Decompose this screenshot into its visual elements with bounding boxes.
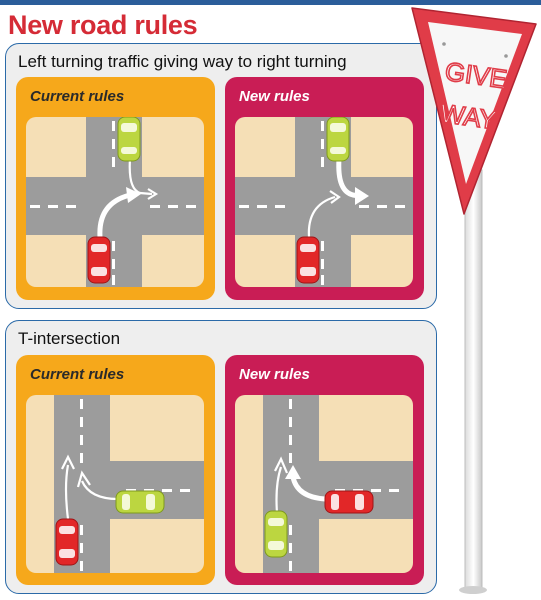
lane-markings	[239, 121, 405, 285]
green-car-path-arrow	[80, 480, 119, 501]
panel-new-rules-cross: New rules	[225, 77, 424, 300]
arrow-head	[355, 187, 369, 205]
sign-face	[428, 22, 522, 184]
panel-label: New rules	[239, 366, 310, 383]
red-car	[55, 518, 79, 566]
section-title: T-intersection	[18, 329, 121, 348]
header-rule	[0, 0, 541, 5]
cross-intersection-diagram	[26, 117, 204, 287]
red-car-path-arrow	[307, 195, 336, 238]
green-car-path-arrow	[336, 158, 360, 199]
panel-label: Current rules	[30, 88, 125, 105]
arrow-head	[329, 190, 341, 204]
red-car	[87, 236, 111, 284]
green-car	[115, 490, 165, 514]
red-car-path-arrow	[290, 476, 326, 502]
green-car	[264, 510, 288, 558]
green-car-path-arrow	[275, 466, 283, 514]
panel-current-rules-cross: Current rules	[16, 77, 215, 300]
section-cross-intersection: Left turning traffic giving way to right…	[5, 43, 437, 309]
arrow-head	[61, 454, 75, 470]
sign-pole	[464, 169, 483, 591]
pole-base	[459, 586, 487, 594]
intersection-tile	[26, 395, 204, 573]
arrow-head	[76, 470, 91, 488]
t-intersection-diagram	[235, 395, 413, 573]
cross-intersection-diagram	[235, 117, 413, 287]
intersection-tile	[235, 117, 413, 287]
section-title: Left turning traffic giving way to right…	[18, 52, 347, 71]
sign-bolt	[442, 42, 446, 46]
sign-bolt	[504, 54, 508, 58]
panel-new-rules-t: New rules	[225, 355, 424, 585]
red-car-path-arrow	[97, 192, 131, 238]
panel-label: New rules	[239, 88, 310, 105]
red-car	[324, 490, 374, 514]
section-t-intersection: T-intersection Current rules	[5, 320, 437, 594]
arrow-head	[274, 456, 289, 474]
intersection-tile	[235, 395, 413, 573]
t-intersection-diagram	[26, 395, 204, 573]
intersection-tile	[26, 117, 204, 287]
lane-markings	[30, 121, 196, 285]
panel-label: Current rules	[30, 366, 125, 383]
green-car	[117, 117, 141, 162]
page-title: New road rules	[8, 10, 198, 40]
arrow-head	[285, 465, 301, 479]
red-car-path-arrow	[64, 464, 70, 520]
red-car	[296, 236, 320, 284]
arrow-head	[147, 188, 159, 200]
green-car-path-arrow	[128, 158, 153, 196]
green-car	[326, 117, 350, 162]
panel-current-rules-t: Current rules	[16, 355, 215, 585]
give-way-sign: GIVE WAY	[411, 7, 537, 594]
arrow-head	[126, 187, 141, 203]
